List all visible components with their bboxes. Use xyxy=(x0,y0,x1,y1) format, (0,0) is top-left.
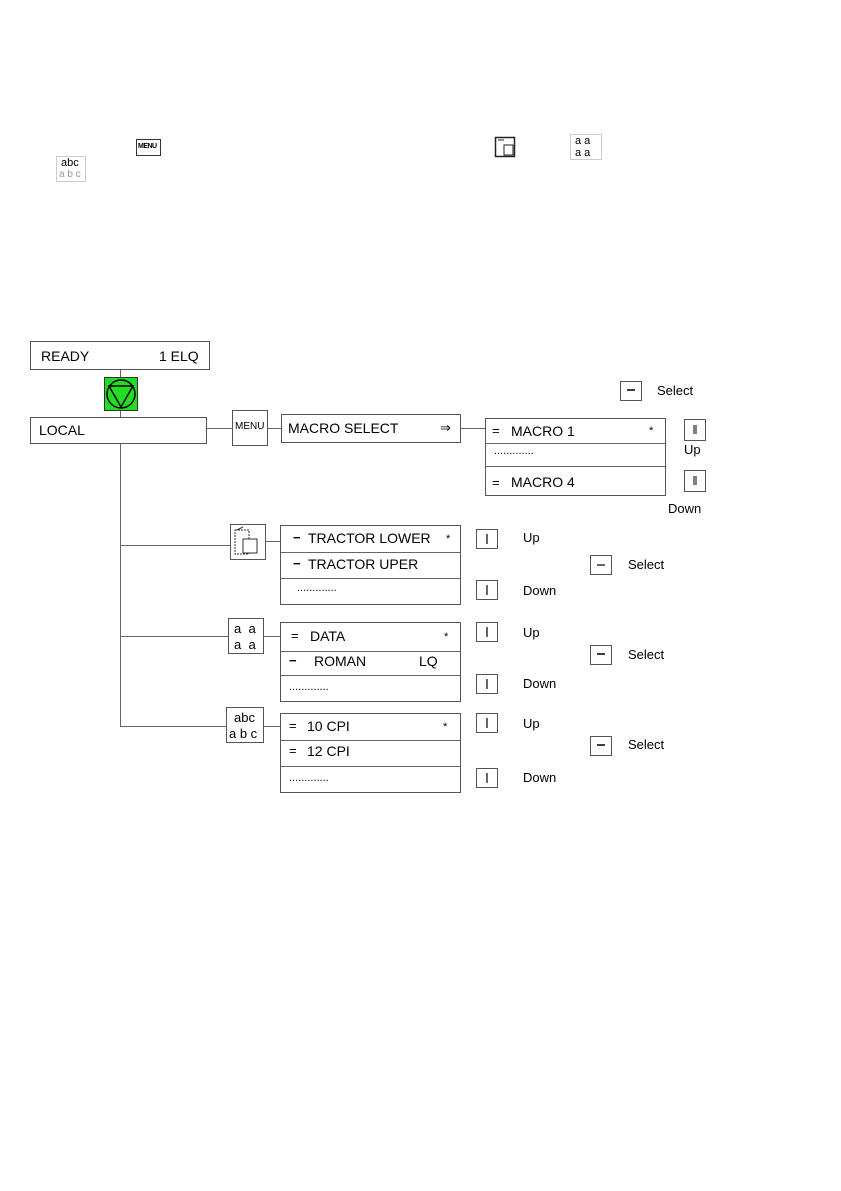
paper-down-key[interactable] xyxy=(476,580,498,600)
paper-item-2-marker: − xyxy=(293,556,301,571)
macro-list: = MACRO 1 * ............. = MACRO 4 xyxy=(485,418,666,496)
font-aa-icon: a a a a xyxy=(570,134,602,160)
menu-key-icon-label: MENU xyxy=(138,143,157,150)
up-key-top[interactable] xyxy=(684,419,706,441)
macro-item-4[interactable]: MACRO 4 xyxy=(511,474,575,490)
font-select-label: Select xyxy=(628,647,664,662)
pitch-abc-icon: abc a b c xyxy=(56,156,86,182)
down-label-top: Down xyxy=(668,501,701,516)
pitch-item-dots: ............. xyxy=(289,772,329,784)
paper-item-dots: ............. xyxy=(297,582,337,594)
font-down-key[interactable] xyxy=(476,674,498,694)
paper-path-key[interactable] xyxy=(230,524,266,560)
select-label-top: Select xyxy=(657,383,693,398)
pitch-up-key[interactable] xyxy=(476,713,498,733)
pitch-item-2-marker: = xyxy=(289,743,297,758)
macro-select-display: MACRO SELECT ⇒ xyxy=(281,414,461,443)
paper-up-key[interactable] xyxy=(476,529,498,549)
pitch-down-label: Down xyxy=(523,770,556,785)
pitch-select-label: Select xyxy=(628,737,664,752)
pitch-abc-icon-top: abc xyxy=(61,157,79,169)
font-item-2-suffix: LQ xyxy=(419,653,438,669)
pitch-abc-icon-bottom: a b c xyxy=(59,169,81,180)
ready-mode-text: 1 ELQ xyxy=(159,348,199,364)
paper-down-label: Down xyxy=(523,583,556,598)
select-key-top[interactable] xyxy=(620,381,642,401)
font-selected-mark: * xyxy=(444,631,448,643)
font-item-2[interactable]: ROMAN xyxy=(314,653,366,669)
macro-select-text: MACRO SELECT xyxy=(288,420,398,436)
local-text: LOCAL xyxy=(39,422,85,438)
font-list: = DATA * − ROMAN LQ ............. xyxy=(280,622,461,702)
font-down-label: Down xyxy=(523,676,556,691)
macro-item-1-marker: = xyxy=(492,423,500,438)
macro-selected-mark: * xyxy=(649,425,653,437)
paper-up-label: Up xyxy=(523,530,540,545)
pitch-item-1[interactable]: 10 CPI xyxy=(307,718,350,734)
font-item-2-marker: − xyxy=(289,653,297,668)
paper-feed-icon xyxy=(494,136,516,158)
local-display: LOCAL xyxy=(30,417,207,444)
menu-key-icon: MENU xyxy=(136,139,161,156)
pitch-key[interactable]: abc a b c xyxy=(226,707,264,743)
font-item-1[interactable]: DATA xyxy=(310,628,345,644)
online-key-icon[interactable] xyxy=(104,377,138,411)
paper-select-label: Select xyxy=(628,557,664,572)
pitch-selected-mark: * xyxy=(443,721,447,733)
up-label-top: Up xyxy=(684,442,701,457)
ready-display: READY 1 ELQ xyxy=(30,341,210,370)
down-key-top[interactable] xyxy=(684,470,706,492)
font-key-line2: a a xyxy=(234,637,256,652)
font-item-1-marker: = xyxy=(291,628,299,643)
paper-select-key[interactable] xyxy=(590,555,612,575)
pitch-key-line1: abc xyxy=(234,710,255,725)
font-up-label: Up xyxy=(523,625,540,640)
menu-key-label: MENU xyxy=(235,421,264,432)
paper-item-2[interactable]: TRACTOR UPER xyxy=(308,556,418,572)
pitch-item-2[interactable]: 12 CPI xyxy=(307,743,350,759)
paper-item-1-marker: − xyxy=(293,530,301,545)
paper-item-1[interactable]: TRACTOR LOWER xyxy=(308,530,431,546)
pitch-down-key[interactable] xyxy=(476,768,498,788)
menu-key[interactable]: MENU xyxy=(232,410,268,446)
macro-select-arrow: ⇒ xyxy=(440,420,451,436)
pitch-key-line2: a b c xyxy=(229,726,257,741)
paper-list: − TRACTOR LOWER * − TRACTOR UPER .......… xyxy=(280,525,461,605)
pitch-list: = 10 CPI * = 12 CPI ............. xyxy=(280,713,461,793)
macro-item-4-marker: = xyxy=(492,475,500,490)
pitch-item-1-marker: = xyxy=(289,718,297,733)
font-key[interactable]: a a a a xyxy=(228,618,264,654)
macro-item-dots: ............. xyxy=(494,445,534,457)
pitch-select-key[interactable] xyxy=(590,736,612,756)
ready-status-text: READY xyxy=(41,348,89,364)
font-up-key[interactable] xyxy=(476,622,498,642)
macro-item-1[interactable]: MACRO 1 xyxy=(511,423,575,439)
font-key-line1: a a xyxy=(234,621,256,636)
paper-selected-mark: * xyxy=(446,533,450,545)
font-select-key[interactable] xyxy=(590,645,612,665)
font-item-dots: ............. xyxy=(289,681,329,693)
pitch-up-label: Up xyxy=(523,716,540,731)
